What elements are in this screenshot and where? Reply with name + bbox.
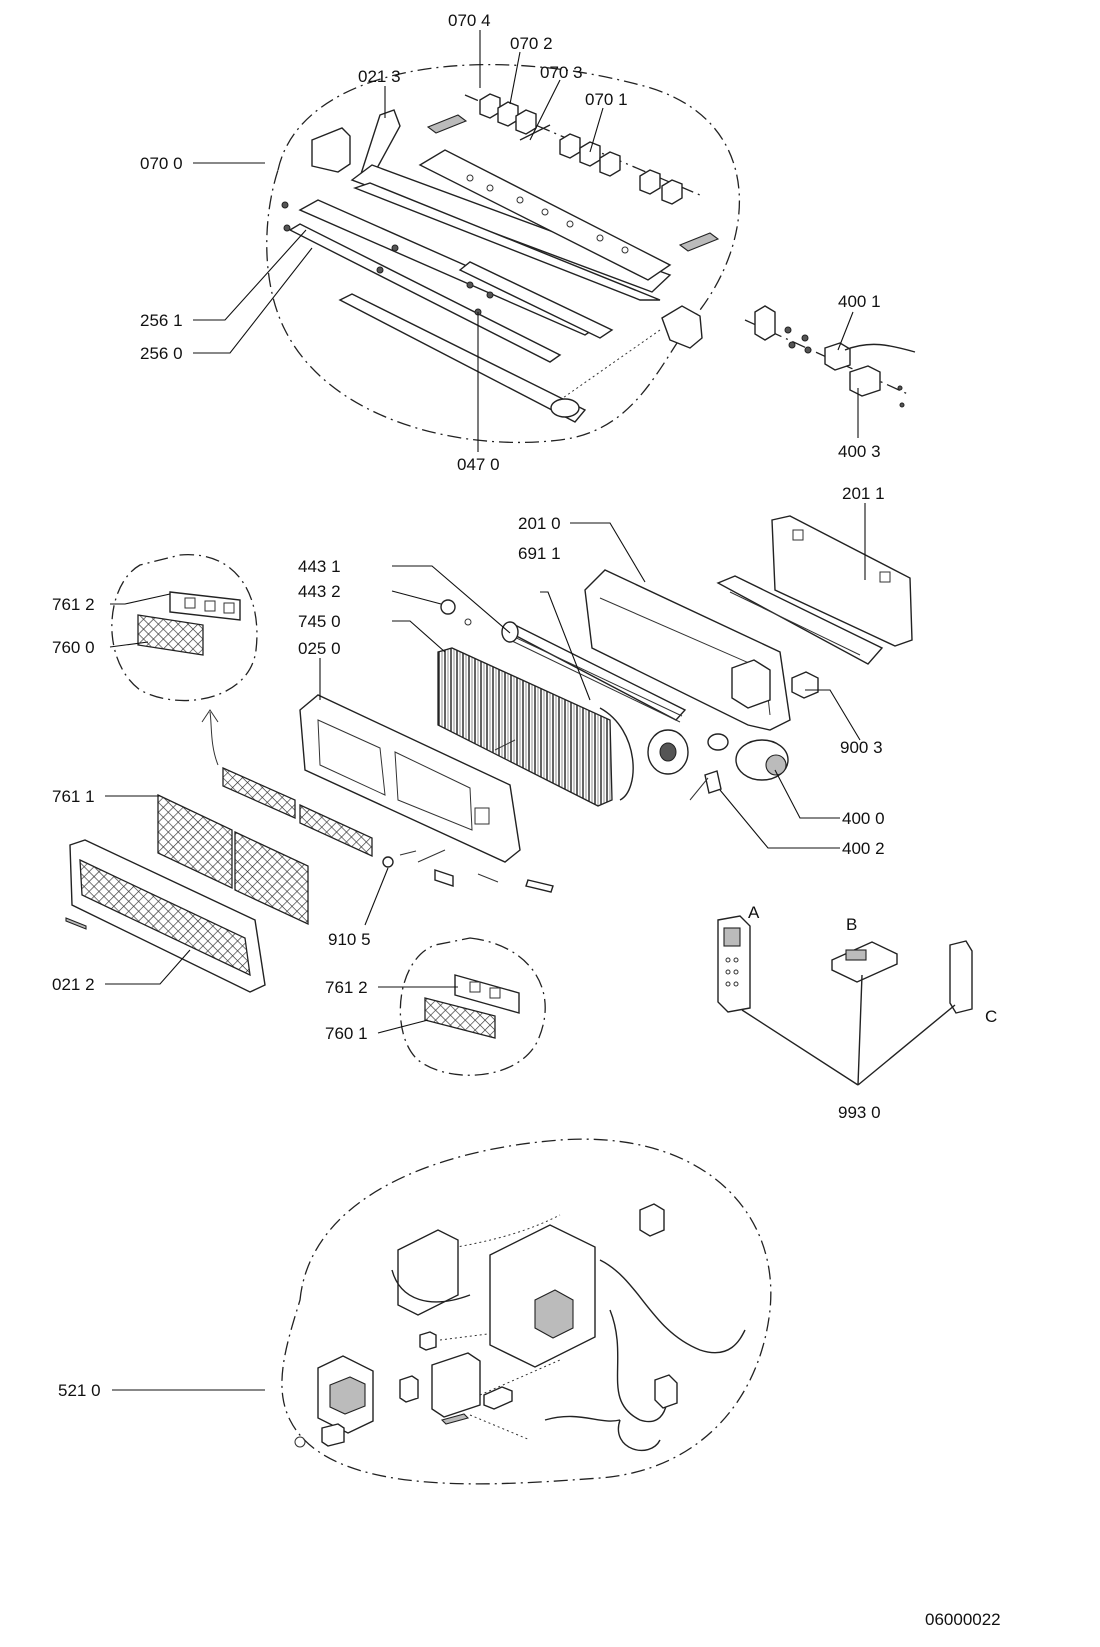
filter-detail-bottom	[399, 937, 546, 1076]
evaporator-group	[437, 647, 634, 807]
label-2010: 201 0	[518, 514, 561, 533]
label-0212: 021 2	[52, 975, 95, 994]
label-7601: 760 1	[325, 1024, 368, 1043]
motor-cover	[661, 305, 703, 349]
remote-holder-c	[949, 940, 973, 1014]
cross-flow-fan-group	[440, 599, 689, 775]
filter-detail-top	[111, 554, 258, 702]
label-holder-c: C	[985, 1007, 997, 1026]
drain-channel	[352, 182, 661, 301]
label-remote-a: A	[748, 903, 760, 922]
control-box-group	[281, 1138, 772, 1485]
label-9003: 900 3	[840, 738, 883, 757]
label-0702: 070 2	[510, 34, 553, 53]
label-0704: 070 4	[448, 11, 491, 30]
upward-arrow	[201, 709, 219, 766]
label-0701: 070 1	[585, 90, 628, 109]
mounting-plate-2011	[771, 515, 913, 647]
guide-rail-2560	[288, 223, 562, 363]
power-cord-plug	[654, 1374, 678, 1409]
evaporator-pipe	[599, 707, 634, 801]
rear-bracket	[716, 575, 884, 665]
air-filter-right	[234, 830, 309, 926]
label-7612-top: 761 2	[52, 595, 95, 614]
fan-motor-group	[689, 733, 789, 801]
label-6911: 691 1	[518, 544, 561, 563]
label-0470: 047 0	[457, 455, 500, 474]
stepper-motor-4001	[824, 342, 851, 371]
label-4432: 443 2	[298, 582, 341, 601]
label-0700: 070 0	[140, 154, 183, 173]
air-filter-group	[157, 766, 373, 926]
label-4001: 400 1	[838, 292, 881, 311]
louver-shaft	[338, 293, 587, 423]
main-frame-bar	[350, 164, 672, 293]
label-2011: 201 1	[842, 484, 885, 503]
sensor-plug	[639, 1203, 665, 1237]
louver-blades	[464, 94, 701, 196]
terminal-block-9003	[791, 671, 819, 699]
support-bracket-0213	[359, 109, 401, 182]
wire-harness-main	[599, 1259, 746, 1354]
label-2561: 256 1	[140, 311, 183, 330]
wire-harness-left	[391, 1269, 471, 1303]
front-grille-group	[65, 839, 266, 993]
motor-bracket	[754, 305, 776, 341]
pcb-bracket	[397, 1229, 459, 1316]
label-2560: 256 0	[140, 344, 183, 363]
label-5210: 521 0	[58, 1381, 101, 1400]
evaporator-coil-7450	[437, 647, 613, 807]
motor-wire	[844, 343, 916, 353]
label-4002: 400 2	[842, 839, 885, 858]
mounting-plate-group	[716, 515, 913, 665]
label-9930: 993 0	[838, 1103, 881, 1122]
filter-frame-7612-bottom	[454, 974, 520, 1014]
screw-9105	[382, 856, 394, 868]
remote-controls-group	[717, 915, 973, 1086]
louver-motor-group	[744, 305, 916, 408]
chassis-bearing-block	[731, 659, 771, 709]
end-bracket-left	[311, 127, 351, 173]
louver-assembly-group	[266, 64, 741, 443]
label-9105: 910 5	[328, 930, 371, 949]
bearing-4432	[440, 599, 456, 615]
display-board	[431, 1352, 481, 1418]
filter-holder-lower	[299, 803, 373, 858]
remote-control-b	[831, 941, 898, 983]
label-0703: 070 3	[540, 63, 583, 82]
part-labels: 070 4 070 2 070 3 021 3 070 1 070 0 256 …	[52, 11, 1001, 1629]
document-number: 06000022	[925, 1610, 1001, 1629]
louver-shaft-end	[550, 398, 580, 418]
label-7611: 761 1	[52, 787, 95, 806]
motor-clamp-4002	[704, 770, 722, 794]
small-link-plate-right	[678, 232, 720, 252]
label-0250: 025 0	[298, 639, 341, 658]
filter-holder-upper	[222, 766, 296, 820]
label-7600: 760 0	[52, 638, 95, 657]
label-4000: 400 0	[842, 809, 885, 828]
louver-plate-holes	[466, 174, 629, 254]
small-link-plate-left	[426, 114, 468, 134]
label-7612-bottom: 761 2	[325, 978, 368, 997]
label-4003: 400 3	[838, 442, 881, 461]
louver-clips-left	[479, 93, 537, 135]
label-0213: 021 3	[358, 67, 401, 86]
air-filter-left-7611	[157, 793, 233, 890]
filter-mesh-7600	[137, 614, 204, 656]
deflector-plate	[458, 261, 614, 339]
motor-mount-4003	[849, 365, 881, 397]
leader-lines	[105, 30, 866, 1391]
label-4431: 443 1	[298, 557, 341, 576]
filter-mesh-7601	[424, 997, 496, 1039]
label-7450: 745 0	[298, 612, 341, 631]
louver-clips-right	[559, 133, 683, 205]
chassis-group	[584, 569, 819, 731]
front-frame-group	[299, 694, 521, 863]
small-parts-group	[382, 849, 554, 893]
label-remote-b: B	[846, 915, 857, 934]
